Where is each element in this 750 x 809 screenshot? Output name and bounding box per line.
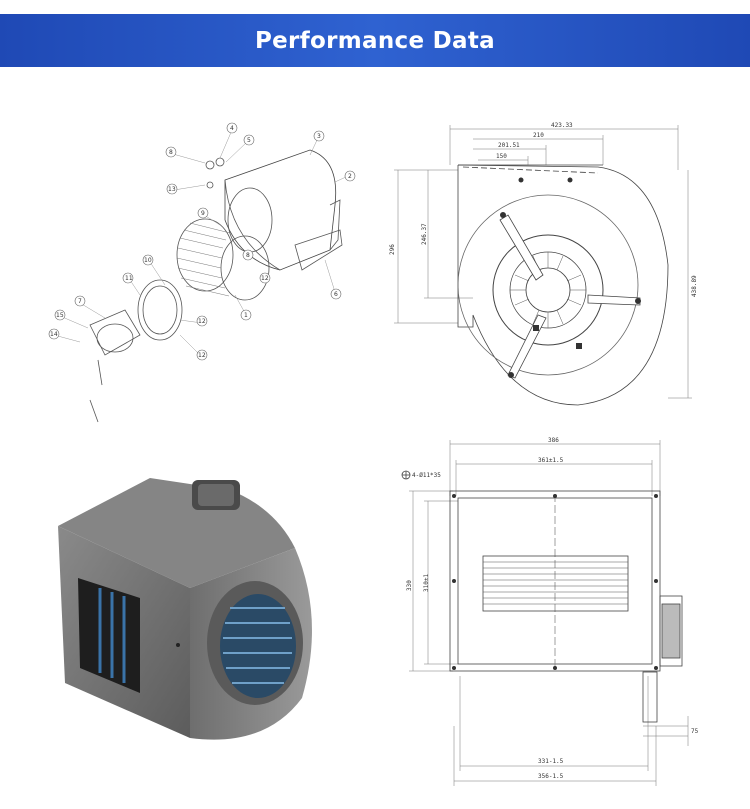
callout-4: 4 [230,125,234,132]
callout-3: 3 [317,133,321,140]
callout-5: 5 [247,137,251,144]
callout-12b: 12 [198,318,206,325]
dim-width-total: 423.33 [551,122,573,129]
dim-offset-right: 75 [691,728,699,735]
dim-bottom-b: 356-1.5 [538,773,564,780]
callout-2: 2 [348,173,352,180]
dim-width-a: 201.51 [498,142,520,149]
callout-8: 8 [169,149,173,156]
callout-15: 15 [56,312,64,319]
blower-3d-render [40,468,330,758]
callout-1: 1 [244,312,248,319]
page-title: Performance Data [255,27,495,54]
dim-width-b: 150 [496,153,507,160]
exploded-view-drawing: 4 5 8 3 13 2 9 12 11 10 12 7 1 6 15 12 1… [40,110,380,430]
callout-10: 10 [144,257,152,264]
callout-12a: 12 [261,275,269,282]
dim-width-frame: 361±1.5 [538,457,564,464]
front-view-drawing: 386 361±1.5 4-Ø11*35 330 310±1 75 331-1.… [388,436,718,786]
dim-height-right: 438.89 [691,275,698,297]
callout-7: 7 [78,298,82,305]
dim-hole-note: 4-Ø11*35 [412,472,441,479]
dim-width-inlet: 210 [533,132,544,139]
callout-14: 14 [50,331,58,338]
callout-12c: 12 [198,352,206,359]
callout-11: 11 [125,275,133,282]
dim-height-inner: 246.37 [421,223,428,245]
callout-13: 13 [168,186,176,193]
callout-9: 9 [201,210,205,217]
header-banner: Performance Data [0,14,750,67]
dim-height-outer: 330 [406,580,413,591]
dim-height-inner: 310±1 [423,574,430,592]
side-view-drawing: 423.33 210 201.51 150 296 246.37 438.89 [378,115,708,435]
dim-bottom-a: 331-1.5 [538,758,564,765]
callout-6: 6 [334,291,338,298]
dim-height-left: 296 [389,244,396,255]
callout-8b: 8 [246,252,250,259]
dim-width-total: 386 [548,437,559,444]
